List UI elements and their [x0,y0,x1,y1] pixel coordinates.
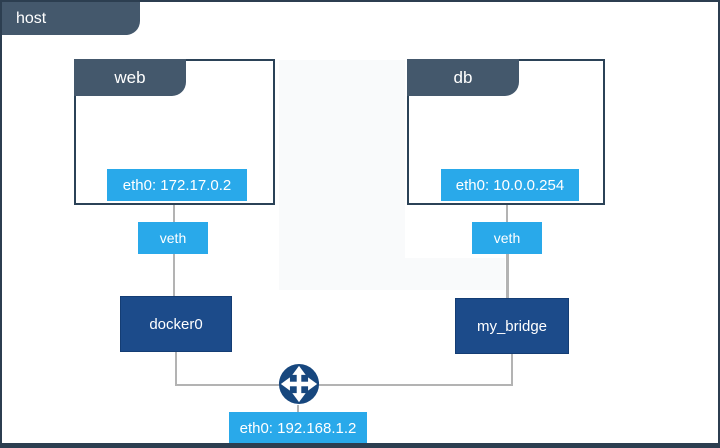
container-db: db eth0: 10.0.0.254 [407,59,605,205]
faint-background-region [279,258,505,290]
host-tab: host [2,2,140,35]
router-icon [278,363,320,405]
connector-veth-to-mybridge [506,254,509,298]
container-db-tab: db [407,59,519,96]
host-label: host [16,9,47,27]
container-web-title: web [114,67,146,87]
connector-horizontal-bus [175,384,513,386]
container-web-tab: web [74,59,186,96]
container-db-title: db [453,67,473,87]
db-eth0-label: eth0: 10.0.0.254 [441,169,579,201]
connector-mybridge-to-bus [511,354,513,385]
connector-web-to-veth [173,205,175,222]
faint-background-region [279,60,405,290]
container-web: web eth0: 172.17.0.2 [74,59,275,205]
veth-left-node: veth [138,222,208,254]
my-bridge-node: my_bridge [455,298,569,354]
web-eth0-label: eth0: 172.17.0.2 [107,169,247,201]
docker0-bridge-node: docker0 [120,296,232,352]
connector-router-to-hosteth [297,405,299,413]
connector-docker0-to-bus [175,352,177,386]
router-icon-svg [278,363,320,405]
veth-right-node: veth [472,222,542,254]
connector-db-to-veth [506,205,508,222]
host-eth0-label: eth0: 192.168.1.2 [229,412,367,443]
connector-veth-to-docker0 [173,254,175,296]
